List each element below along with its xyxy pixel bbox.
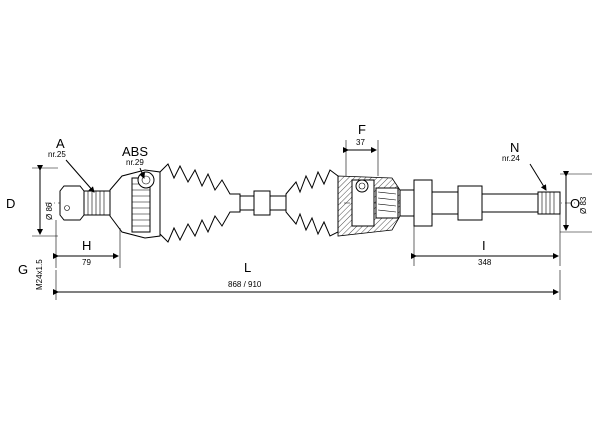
callout-n: N nr.24 <box>502 140 547 191</box>
value-d: Ø 86 <box>45 202 54 220</box>
label-l: L <box>244 260 251 275</box>
value-g: M24x1.5 <box>35 259 44 290</box>
dimension-i: I 348 <box>411 214 561 267</box>
value-f: 37 <box>356 138 365 147</box>
main-shaft <box>239 190 287 216</box>
value-h: 79 <box>82 258 91 267</box>
outer-boot <box>159 163 241 243</box>
value-l: 868 / 910 <box>228 280 262 289</box>
dimension-f: F 37 <box>343 122 379 176</box>
dimension-g: G M24x1.5 <box>18 259 44 290</box>
dimension-d: D Ø 86 <box>6 165 58 237</box>
note-n: nr.24 <box>502 154 520 163</box>
outer-cv-joint <box>59 169 161 239</box>
label-g: G <box>18 262 28 277</box>
label-a: A <box>56 136 65 151</box>
label-h: H <box>82 238 91 253</box>
label-n: N <box>510 140 519 155</box>
dimension-h: H 79 <box>53 220 121 268</box>
inner-boot <box>285 169 339 237</box>
label-d: D <box>6 196 15 211</box>
intermediate-bearing <box>413 179 561 227</box>
label-abs: ABS <box>122 144 148 159</box>
label-f: F <box>358 122 366 137</box>
label-o: O <box>570 196 580 211</box>
inner-tripod-joint <box>337 175 415 237</box>
callout-abs: ABS nr.29 <box>122 144 148 179</box>
dimension-o: O Ø 83 <box>560 171 592 233</box>
note-abs: nr.29 <box>126 158 144 167</box>
value-i: 348 <box>478 258 492 267</box>
dimension-l: L 868 / 910 <box>53 260 561 300</box>
label-i: I <box>482 238 486 253</box>
note-a: nr.25 <box>48 150 66 159</box>
value-o: Ø 83 <box>579 196 588 214</box>
callout-a: A nr.25 <box>48 136 95 193</box>
